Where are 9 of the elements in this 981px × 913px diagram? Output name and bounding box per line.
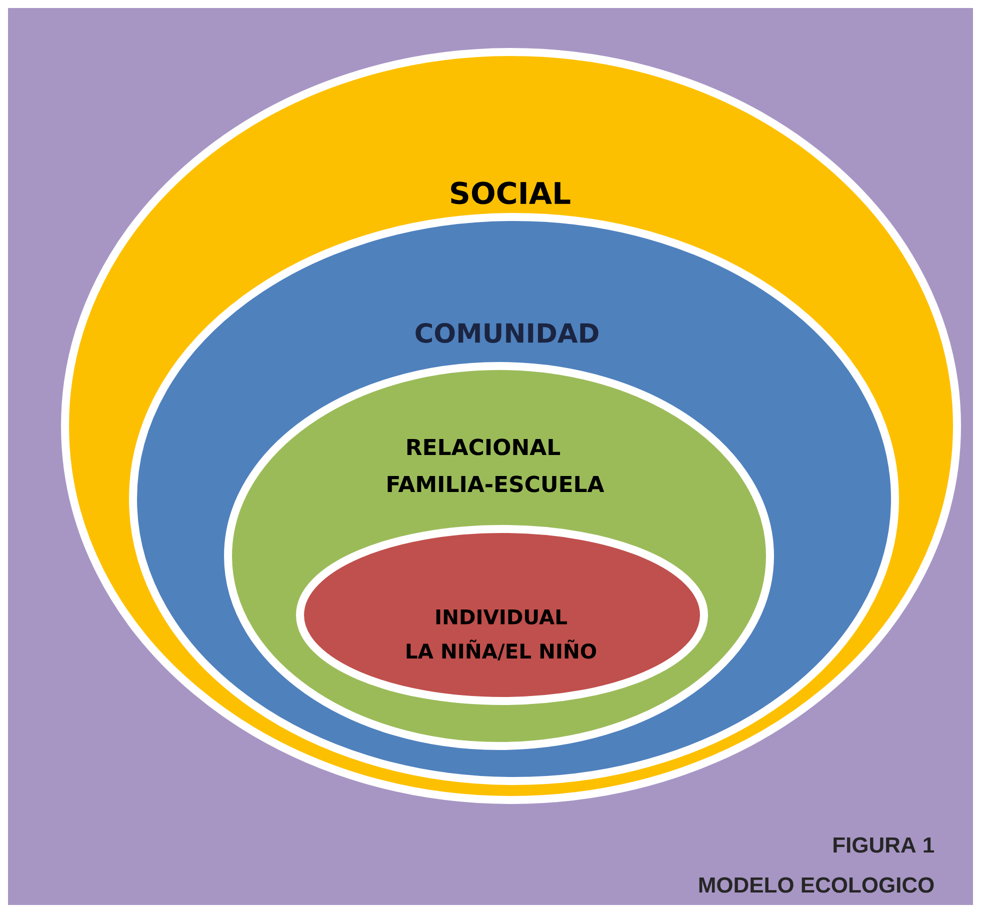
ring-label: COMUNIDAD (416, 323, 598, 343)
figure-caption: MODELO ECOLOGICO (699, 877, 934, 893)
ring-label: INDIVIDUAL (436, 610, 567, 624)
ring-label: LA NIÑA/EL NIÑO (406, 640, 596, 660)
figure-caption: FIGURA 1 (834, 837, 934, 853)
ring-label: SOCIAL (451, 182, 570, 204)
ellipse-ring (296, 525, 708, 705)
ring-label: FAMILIA-ESCUELA (388, 476, 604, 492)
ring-label: RELACIONAL (407, 438, 560, 456)
